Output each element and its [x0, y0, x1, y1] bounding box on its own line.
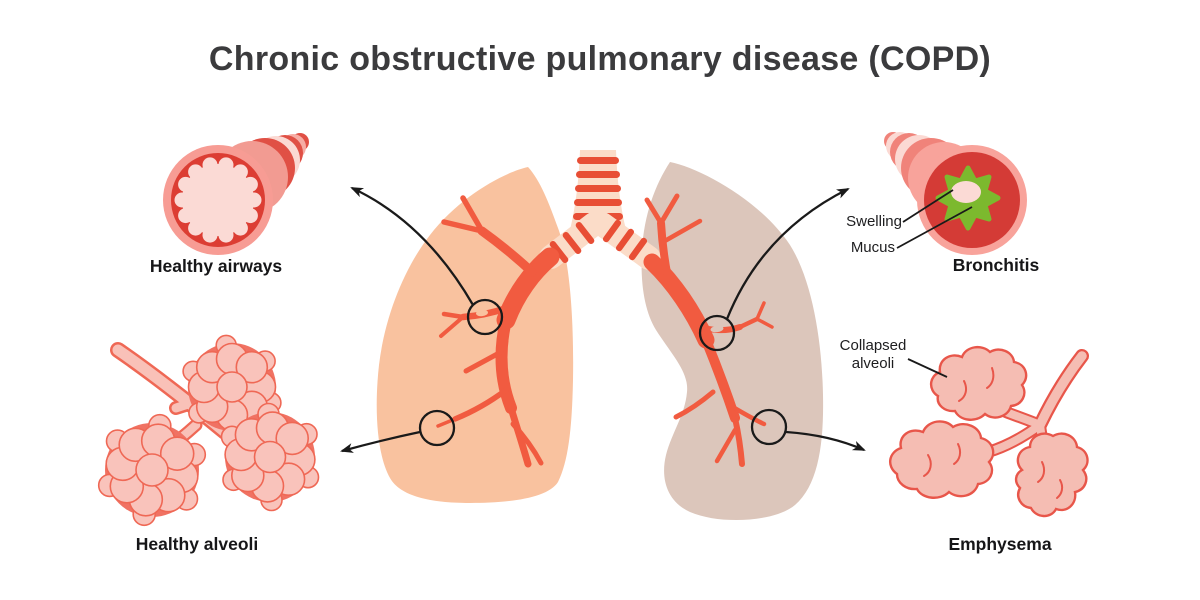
airway-lumen: [182, 164, 254, 236]
page-title: Chronic obstructive pulmonary disease (C…: [208, 40, 992, 78]
right-bronchus: [590, 212, 661, 270]
bronchitis-label: Bronchitis: [952, 255, 1040, 275]
healthy-airways-figure: [163, 133, 309, 255]
narrowed-airway-left: [476, 309, 488, 317]
alveoli-cluster-bottom-right: [220, 402, 320, 512]
arrow-to-emphysema: [785, 430, 866, 452]
emphysema-label: Emphysema: [948, 534, 1052, 554]
collapsed-alveoli-pointer-line: [907, 358, 948, 378]
healthy-alveoli-figure: [97, 334, 320, 527]
emphysema-figure: [889, 345, 1089, 518]
collapsed-alveolus-left: [889, 420, 995, 499]
lungs: [376, 162, 824, 521]
alveolus: [235, 350, 269, 384]
arrow-to-healthy-alveoli: [340, 430, 421, 453]
alveolus: [253, 440, 287, 474]
swelling-pointer-line: [902, 189, 954, 223]
collapsed-alveoli-label: Collapsed alveoli: [839, 337, 907, 372]
bronchitis-figure: [884, 132, 1027, 255]
alveolus: [216, 371, 248, 403]
healthy-airways-label: Healthy airways: [149, 256, 283, 276]
collapsed-alveolus-top: [929, 345, 1028, 421]
mucus-glob: [951, 181, 981, 203]
alveolus: [275, 421, 310, 456]
callout-circle-airways: [466, 298, 504, 336]
trachea: [539, 150, 661, 270]
healthy-alveoli-label: Healthy alveoli: [135, 534, 259, 554]
mucus-pointer-line: [896, 206, 973, 249]
alveolus: [135, 453, 169, 487]
alveolus: [159, 436, 195, 472]
swelling-label: Swelling: [846, 213, 902, 230]
left-bronchus: [539, 212, 606, 269]
callout-circle-bronchitis: [698, 314, 736, 352]
mucus-label: Mucus: [850, 239, 895, 256]
callout-arrows: [340, 186, 866, 453]
callout-circles: [418, 298, 788, 447]
arrow-to-bronchitis: [725, 187, 850, 320]
collapsed-alveolus-bottom-right: [1014, 432, 1089, 518]
narrowed-airway-right: [710, 325, 724, 333]
left-lung: [376, 167, 574, 503]
alveoli-cluster-bottom-left: [97, 413, 207, 527]
annotation-pointer-lines: [896, 189, 973, 378]
callout-circle-emphysema: [750, 408, 788, 446]
callout-circle-alveoli: [418, 409, 456, 447]
arrow-to-healthy-airways: [350, 186, 474, 306]
bronchial-tree-left: [436, 195, 560, 468]
